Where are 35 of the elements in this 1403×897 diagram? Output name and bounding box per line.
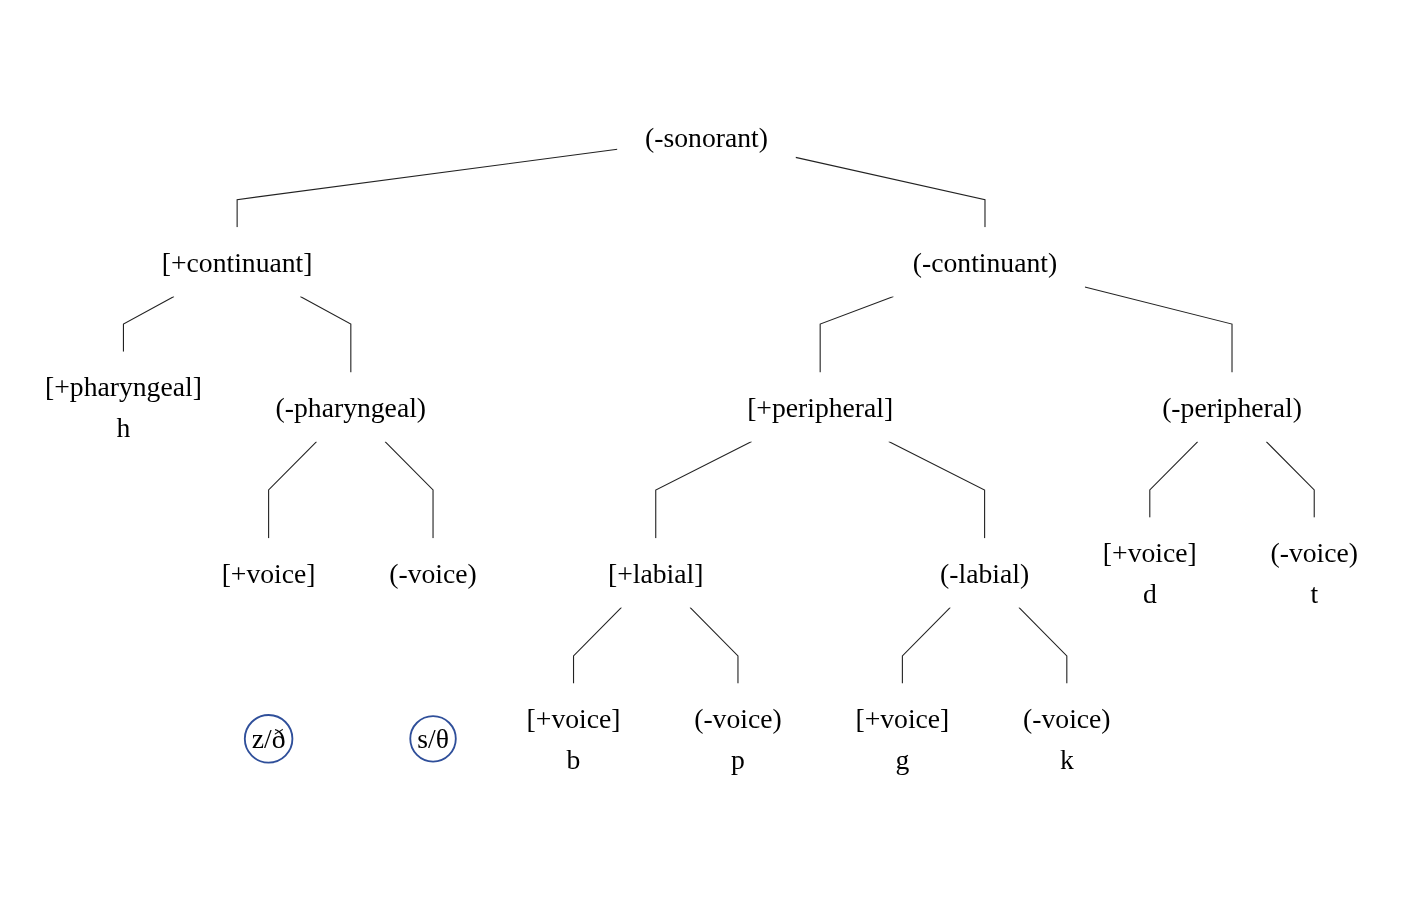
connector <box>1018 606 1068 685</box>
connector <box>384 441 434 539</box>
connector <box>901 606 951 685</box>
node-text: (-voice) <box>389 557 477 589</box>
node-text: [+pharyngeal] h <box>45 371 202 443</box>
node-text: (-voice) t <box>1270 536 1358 609</box>
node-text: [+voice] g <box>855 702 950 775</box>
node-text: [+voice] b <box>526 702 621 775</box>
node-text: [+continuant] <box>161 246 313 278</box>
connector <box>795 156 986 228</box>
connector <box>1265 441 1315 519</box>
node-text: (-peripheral) <box>1162 391 1302 423</box>
connector <box>299 295 352 373</box>
connector <box>236 148 618 228</box>
connector <box>888 441 986 539</box>
node-circle: s/θ <box>409 715 457 763</box>
node-text: [+labial] <box>608 557 704 589</box>
node-circle: z/ð <box>243 714 294 764</box>
connector <box>655 441 753 539</box>
connector <box>1084 286 1233 373</box>
node-text: (-sonorant) <box>645 122 768 153</box>
node-text: [+peripheral] <box>747 391 894 423</box>
connector <box>122 295 175 353</box>
node-text: (-voice) k <box>1023 702 1111 775</box>
connector <box>1149 441 1199 519</box>
node-text: [+voice] <box>221 557 316 589</box>
node-text: (-pharyngeal) <box>275 391 427 423</box>
connector <box>689 606 739 685</box>
node-text: [+voice] d <box>1102 536 1197 609</box>
connector <box>819 295 894 373</box>
node-text: (-labial) <box>940 557 1030 589</box>
node-text: (-continuant) <box>912 246 1058 278</box>
node-text: (-voice) p <box>694 702 782 775</box>
connector <box>572 606 623 685</box>
connector <box>268 441 318 539</box>
